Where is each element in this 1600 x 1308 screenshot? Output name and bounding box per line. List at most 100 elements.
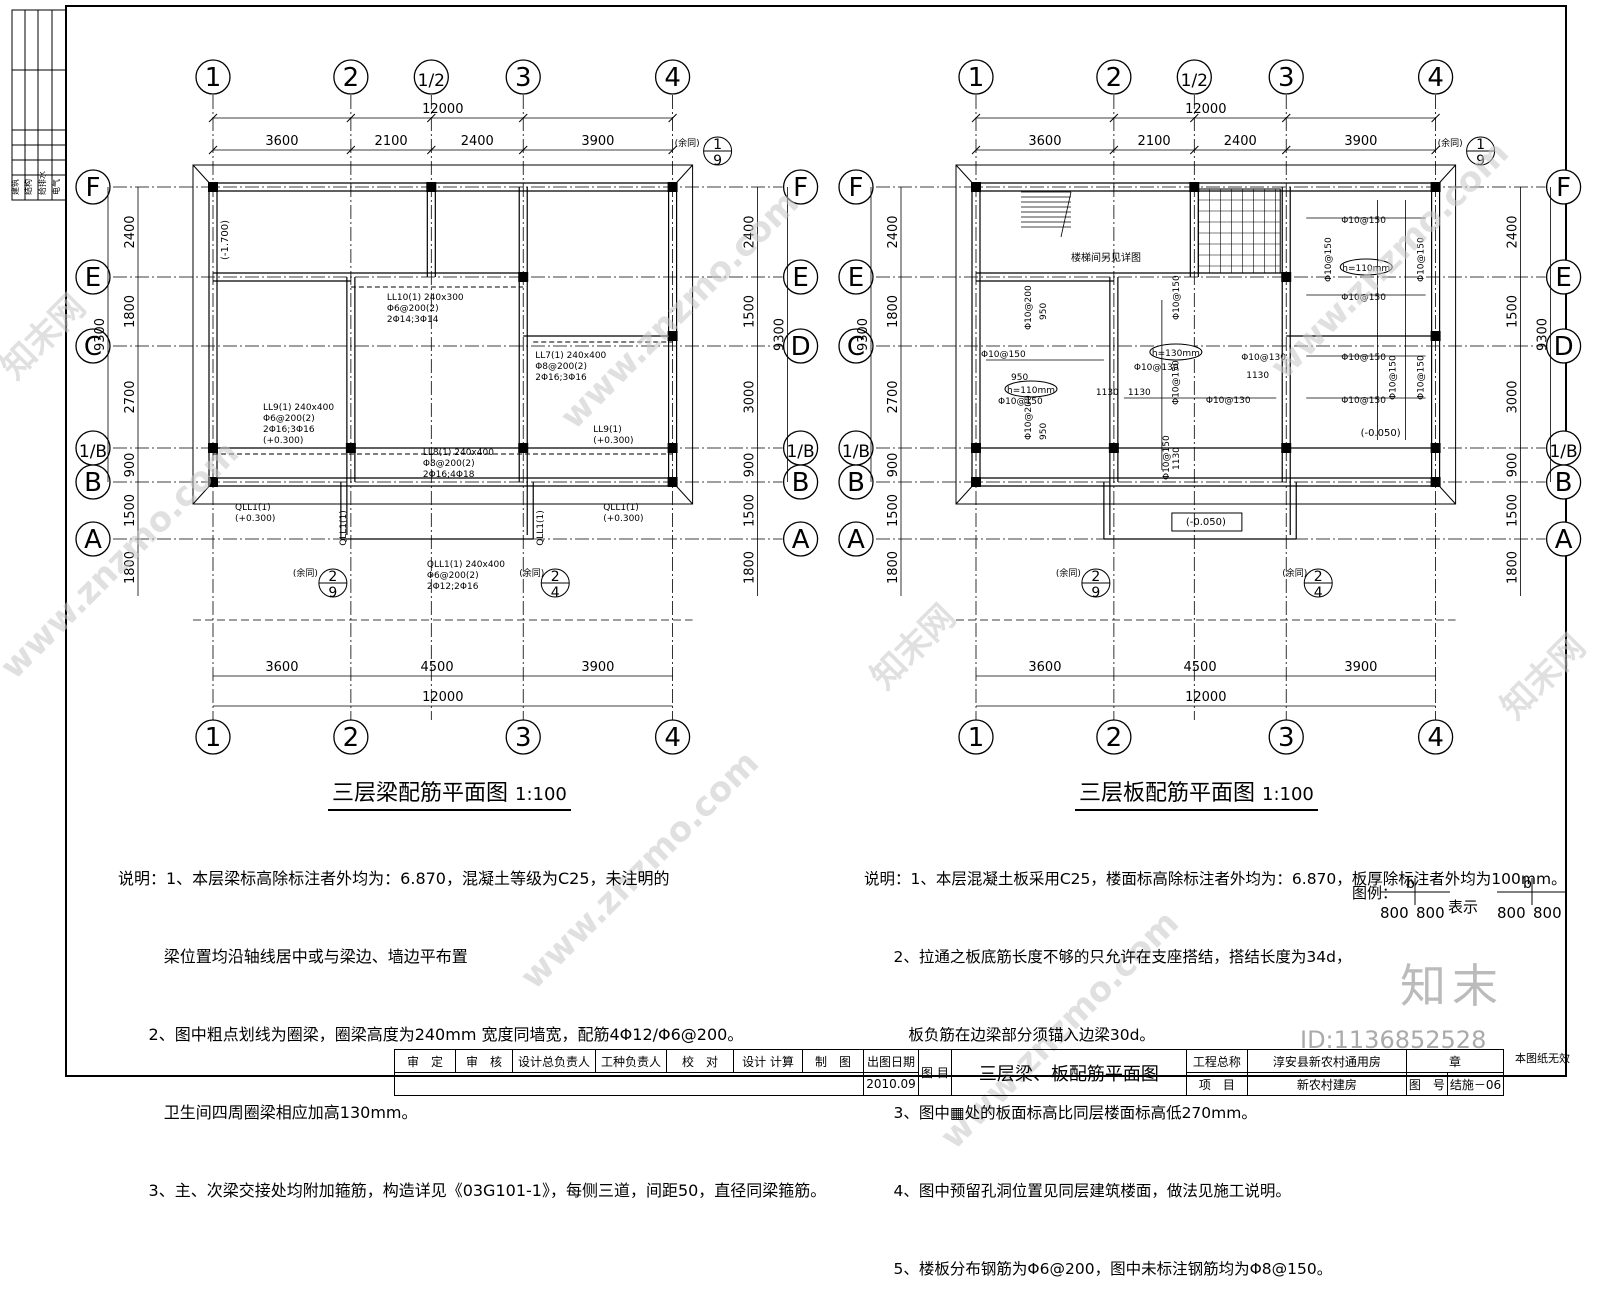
- axis-bubble-left-circle: [838, 328, 874, 364]
- axis-bubble-bottom-text: 2: [343, 723, 360, 753]
- axis-bubble-right-circle: [782, 521, 819, 557]
- dim-tick: [208, 145, 218, 155]
- slab-thickness-oval: [1149, 343, 1203, 361]
- detail-ref-top: 2: [551, 569, 560, 585]
- column: [208, 477, 218, 487]
- column: [971, 443, 981, 453]
- beam-note-ll7: Φ8@200(2): [535, 362, 587, 372]
- dim-tick: [518, 113, 528, 123]
- dim-left: 1800: [886, 295, 901, 328]
- dim-top: 3600: [265, 134, 298, 149]
- rebar-label: 1130: [1246, 371, 1269, 381]
- left-notes: 说明：1、本层梁标高除标注者外均为：6.870，混凝土等级为C25，未注明的 梁…: [118, 814, 826, 1230]
- beam-note-ll9: Φ6@200(2): [263, 414, 315, 424]
- dim-right: 1500: [743, 295, 758, 328]
- dim-left: 1800: [123, 551, 138, 584]
- beam-note-qll1: (+0.300): [603, 514, 643, 524]
- dim-total-bottom: 12000: [1185, 690, 1226, 705]
- rebar-label: Φ10@150: [1162, 435, 1172, 480]
- legend-b: b: [1406, 876, 1415, 892]
- axis-bubble-top-text: 3: [1278, 63, 1295, 93]
- axis-bubble-left-text: B: [847, 468, 865, 498]
- right-plan-scale: 1:100: [1262, 784, 1314, 805]
- axis-bubble-right-text: F: [1556, 173, 1571, 203]
- tb-sheet-title: 三层梁、板配筋平面图: [950, 1049, 1187, 1096]
- dim-right: 1500: [1506, 494, 1521, 527]
- rebar-label: Φ10@150: [1341, 353, 1386, 363]
- tb-date: 2010.09: [863, 1072, 919, 1096]
- axis-bubble-top-circle: [1176, 59, 1212, 95]
- detail-ref-bottom: 9: [713, 153, 722, 169]
- dim-top: 3900: [581, 134, 614, 149]
- left-note-line: 2、图中粗点划线为圈梁，圈梁高度为240mm 宽度同墙宽，配筋4Φ12/Φ6@2…: [118, 1025, 744, 1044]
- axis-bubble-right-circle: [782, 464, 819, 500]
- axis-bubble-left-circle: [838, 169, 874, 205]
- axis-bubble-bottom-circle: [333, 719, 369, 755]
- right-note-line: 2、拉通之板底筋长度不够的只允许在支座搭结，搭结长度为34d，: [864, 948, 1352, 966]
- slab-thickness: h=110mm: [1342, 264, 1390, 274]
- tb-item: 新农村建房: [1246, 1072, 1407, 1096]
- dim-side-total: 9300: [856, 318, 871, 351]
- same-note: (余同): [293, 567, 318, 579]
- rebar-label: Φ10@150: [998, 397, 1043, 407]
- column: [208, 182, 218, 192]
- detail-ref-top: 1: [713, 137, 722, 153]
- axis-bubble-left-text: F: [849, 173, 864, 203]
- axis-bubble-right-circle: [1545, 464, 1582, 500]
- axis-bubble-bottom-text: 1: [205, 723, 222, 753]
- dim-left: 2400: [886, 215, 901, 248]
- legend-dim: 800: [1533, 904, 1562, 922]
- beam-note-ll10: LL10(1) 240x300: [387, 293, 464, 303]
- axis-bubble-top-text: 2: [1106, 63, 1123, 93]
- rebar-label: Φ10@150: [1172, 275, 1182, 320]
- detail-ref-bottom: 9: [1091, 585, 1100, 601]
- left-note-line: 3、主、次梁交接处均附加箍筋，构造详见《03G101-1》，每侧三道，间距50，…: [118, 1181, 827, 1200]
- rebar-label: 1130: [1128, 388, 1151, 398]
- rebar-label: Φ10@150: [1341, 293, 1386, 303]
- beam-note-ll9: LL9(1) 240x400: [263, 403, 334, 413]
- title-block: 审 定 审 核 设计总负责人 工种负责人 校 对 设计 计算 制 图 出图日期 …: [66, 1049, 1505, 1096]
- beam-note-qll1: QLL1(1): [235, 503, 271, 513]
- detail-ref-bottom: 4: [1314, 585, 1323, 601]
- axis-bubble-top-circle: [1096, 59, 1132, 95]
- same-note: (余同): [675, 137, 700, 149]
- slab-thickness: h=110mm: [1007, 386, 1055, 396]
- dim-tick: [346, 113, 356, 123]
- stair-note: 楼梯间另见详图: [1071, 251, 1141, 264]
- axis-bubble-top-circle: [333, 59, 369, 95]
- dim-right: 3000: [743, 380, 758, 413]
- dim-total-top: 12000: [422, 102, 463, 117]
- column: [667, 477, 678, 487]
- axis-bubble-right-text: 1/B: [1549, 442, 1577, 462]
- rebar-label: 950: [1011, 373, 1028, 383]
- axis-bubble-bottom-text: 4: [664, 723, 681, 753]
- dim-top: 3600: [1028, 134, 1061, 149]
- axis-bubble-bottom-circle: [654, 719, 691, 755]
- detail-ref-top: 2: [328, 569, 337, 585]
- dim-right: 900: [1506, 453, 1521, 478]
- axis-bubble-left-text: A: [847, 525, 865, 555]
- column: [1189, 182, 1200, 192]
- left-plan-title: 三层梁配筋平面图 1:100: [328, 775, 571, 811]
- axis-bubble-right-text: A: [1555, 525, 1573, 555]
- axis-bubble-right-text: A: [792, 525, 810, 555]
- dim-right: 900: [743, 453, 758, 478]
- legend-b: b: [1523, 876, 1532, 892]
- dim-top: 2100: [1138, 134, 1171, 149]
- rebar-label: Φ10@150: [1171, 360, 1181, 405]
- rebar-label: Φ10@150: [1389, 355, 1399, 400]
- dim-right: 1800: [743, 551, 758, 584]
- axis-bubble-left-text: F: [86, 173, 101, 203]
- right-note-line: 说明：1、本层混凝土板采用C25，楼面标高除标注者外均为：6.870，板厚除标注…: [864, 870, 1567, 888]
- right-note-line: 4、图中预留孔洞位置见同层建筑楼面，做法见施工说明。: [864, 1182, 1291, 1200]
- column: [1430, 443, 1441, 453]
- slab-thickness-oval: [1339, 258, 1393, 276]
- rebar-label: 950: [1039, 303, 1049, 320]
- dim-tick: [971, 113, 981, 123]
- axis-bubble-left-text: E: [848, 263, 864, 293]
- dim-left: 1500: [886, 494, 901, 527]
- axis-bubble-left-circle: [75, 464, 111, 500]
- rebar-label: 950: [1039, 423, 1049, 440]
- rebar-label: Φ10@150: [1417, 355, 1427, 400]
- dim-tick: [1431, 145, 1440, 155]
